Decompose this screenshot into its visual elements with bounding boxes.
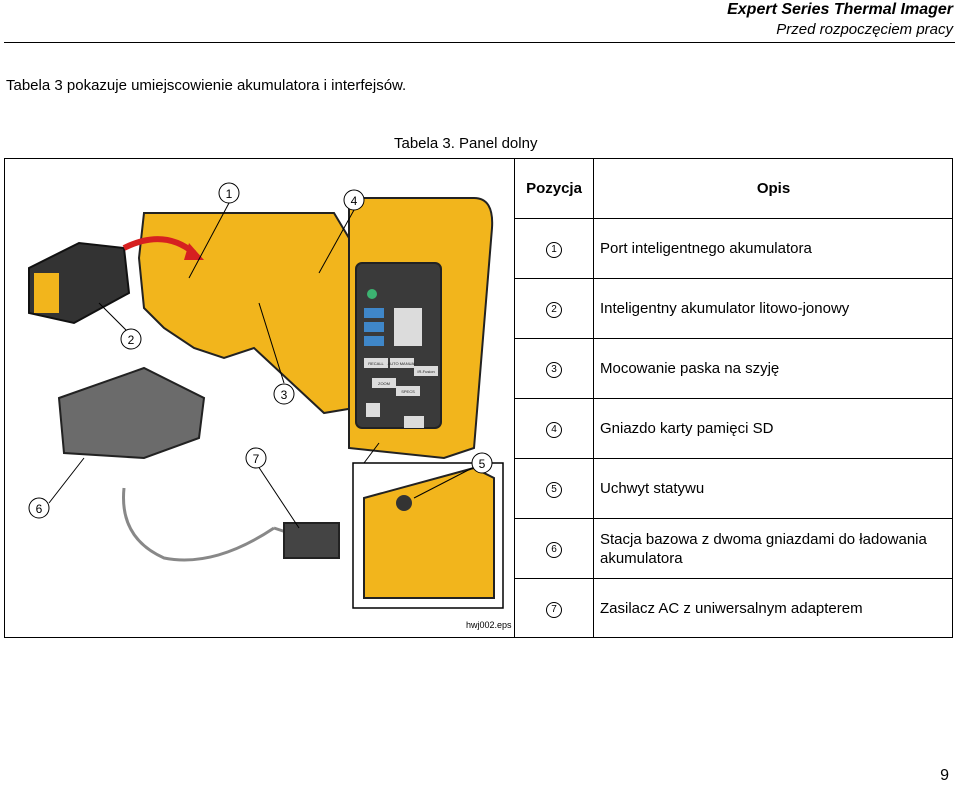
intro-paragraph: Tabela 3 pokazuje umiejscowienie akumula… xyxy=(6,77,407,94)
page-header: Expert Series Thermal Imager Przed rozpo… xyxy=(727,0,953,40)
callout-6: 6 xyxy=(36,502,43,516)
item-number: 2 xyxy=(546,302,562,318)
table-row: 5 Uchwyt statywu xyxy=(515,458,953,519)
item-number: 4 xyxy=(546,422,562,438)
table-row: 1 Port inteligentnego akumulatora xyxy=(515,218,953,279)
header-subtitle: Przed rozpoczęciem pracy xyxy=(776,21,953,38)
table-row: 2 Inteligentny akumulator litowo-jonowy xyxy=(515,278,953,339)
table-caption: Tabela 3. Panel dolny xyxy=(394,135,538,152)
figure-file-code: hwj002.eps xyxy=(466,620,512,630)
item-description: Stacja bazowa z dwoma gniazdami do ładow… xyxy=(593,518,953,579)
spec-table: Pozycja Opis 1 Port inteligentnego akumu… xyxy=(515,158,953,638)
item-description: Gniazdo karty pamięci SD xyxy=(593,398,953,459)
table-row: 4 Gniazdo karty pamięci SD xyxy=(515,398,953,459)
header-divider xyxy=(4,42,955,43)
item-number: 1 xyxy=(546,242,562,258)
item-description: Inteligentny akumulator litowo-jonowy xyxy=(593,278,953,339)
item-description: Port inteligentnego akumulatora xyxy=(593,218,953,279)
item-number: 3 xyxy=(546,362,562,378)
table-row: 7 Zasilacz AC z uniwersalnym adapterem xyxy=(515,578,953,638)
item-number: 6 xyxy=(546,542,562,558)
callout-2: 2 xyxy=(128,333,135,347)
callout-1: 1 xyxy=(226,187,233,201)
callout-4: 4 xyxy=(351,194,358,208)
button-label-3: ZOOM xyxy=(378,381,390,386)
button-label-4: SPECS xyxy=(401,389,415,394)
item-number: 7 xyxy=(546,602,562,618)
callout-5: 5 xyxy=(479,457,486,471)
button-label-0: RECALL xyxy=(368,361,384,366)
button-label-1: AUTO MANUAL xyxy=(388,361,418,366)
header-title: Expert Series Thermal Imager xyxy=(727,1,953,18)
illustration-svg: 1 4 2 3 7 5 6 RECALL AUTO MANUAL IR-Fusi… xyxy=(28,182,504,609)
item-number: 5 xyxy=(546,482,562,498)
callout-7: 7 xyxy=(253,452,260,466)
column-header-position: Pozycja xyxy=(515,158,594,219)
column-header-description: Opis xyxy=(593,158,953,219)
button-label-2: IR-Fusion xyxy=(417,369,434,374)
table-header-row: Pozycja Opis xyxy=(515,158,953,219)
device-illustration: 1 4 2 3 7 5 6 RECALL AUTO MANUAL IR-Fusi… xyxy=(4,158,515,638)
item-description: Mocowanie paska na szyję xyxy=(593,338,953,399)
table-row: 3 Mocowanie paska na szyję xyxy=(515,338,953,399)
page-number: 9 xyxy=(940,767,949,784)
table-row: 6 Stacja bazowa z dwoma gniazdami do ład… xyxy=(515,518,953,579)
callout-3: 3 xyxy=(281,388,288,402)
item-description: Zasilacz AC z uniwersalnym adapterem xyxy=(600,600,863,617)
item-description: Uchwyt statywu xyxy=(593,458,953,519)
